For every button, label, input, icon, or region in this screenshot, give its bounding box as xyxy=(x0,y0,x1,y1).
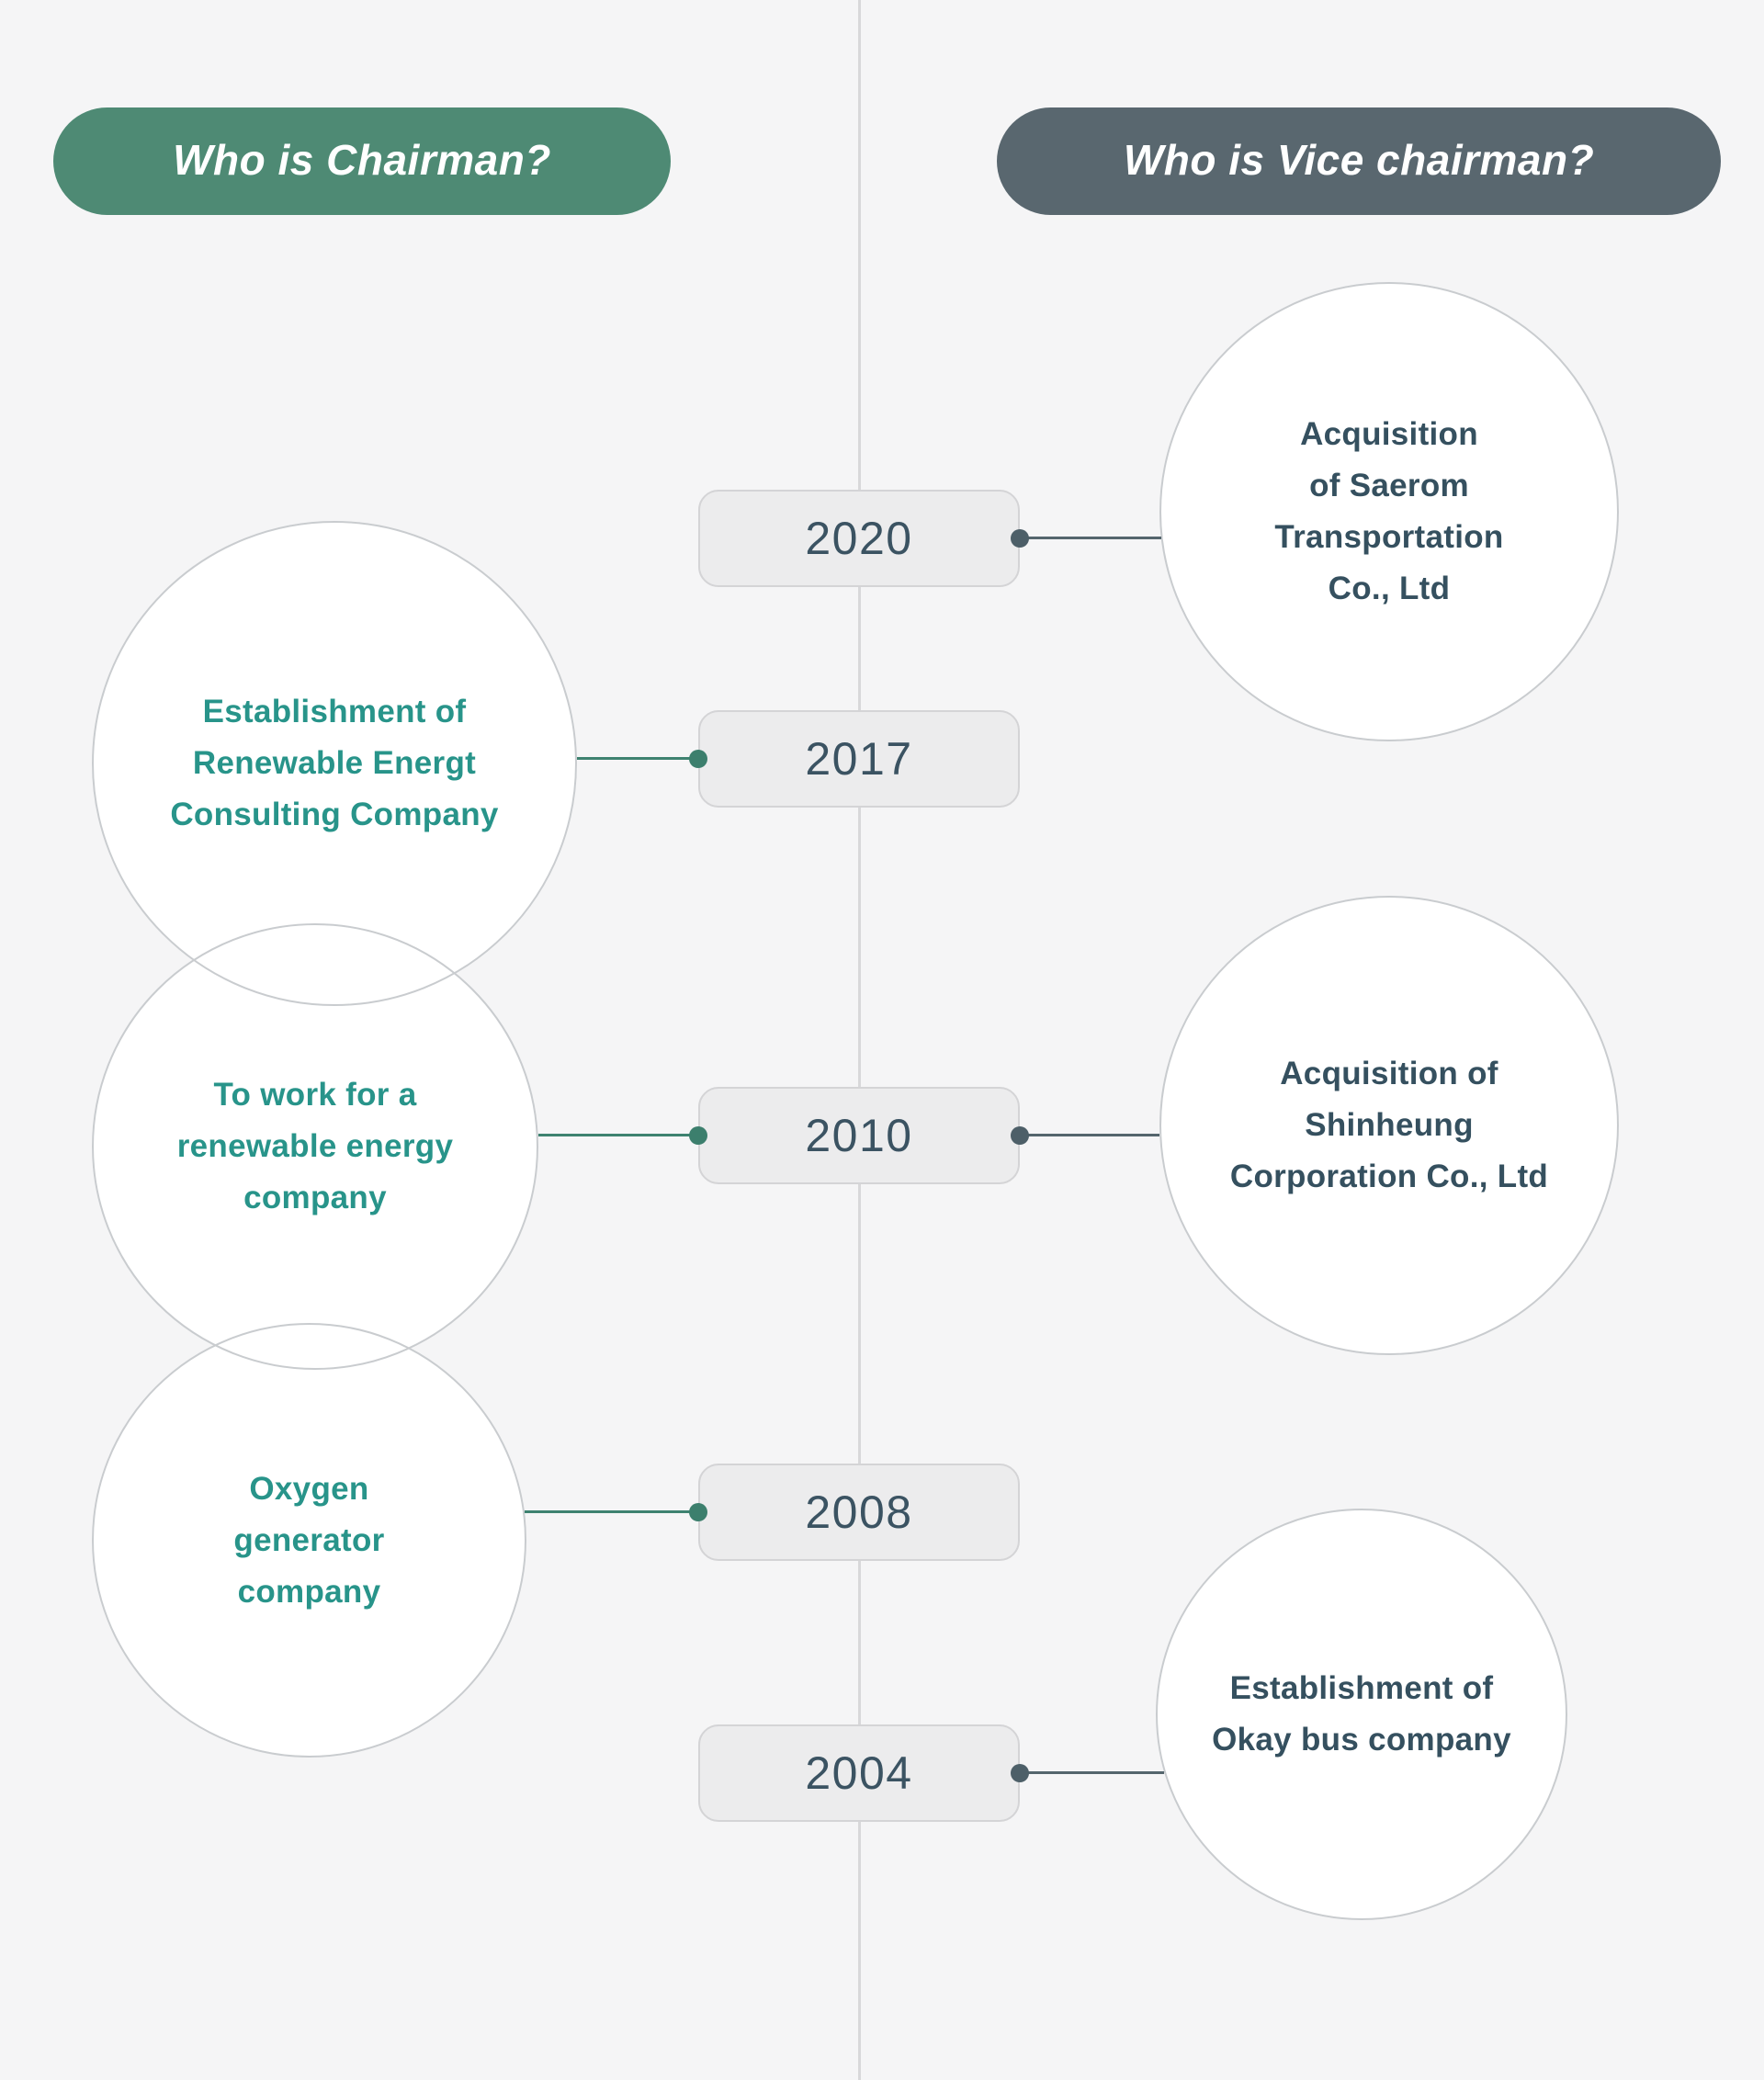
event-text-2017-left: Establishment of Renewable Energt Consul… xyxy=(170,694,499,832)
year-box-2017: 2017 xyxy=(698,710,1020,808)
chairman-header-pill: Who is Chairman? xyxy=(53,107,671,215)
year-label-2010: 2010 xyxy=(805,1110,913,1161)
connector-dot-2010-left xyxy=(689,1126,707,1145)
event-circle-2008-left: Oxygen generator company xyxy=(92,1323,526,1758)
event-text-2020-right: Acquisition of Saerom Transportation Co.… xyxy=(1274,416,1504,606)
connector-dot-2017-left xyxy=(689,750,707,768)
year-box-2020: 2020 xyxy=(698,490,1020,587)
connector-2010-left xyxy=(538,1134,698,1136)
year-label-2017: 2017 xyxy=(805,733,913,785)
connector-dot-2004-right xyxy=(1011,1764,1029,1782)
timeline-axis xyxy=(858,0,861,2080)
connector-2017-left xyxy=(577,757,698,760)
year-box-2008: 2008 xyxy=(698,1464,1020,1561)
event-circle-2020-right: Acquisition of Saerom Transportation Co.… xyxy=(1159,282,1619,741)
year-label-2004: 2004 xyxy=(805,1747,913,1799)
event-text-2010-right: Acquisition of Shinheung Corporation Co.… xyxy=(1229,1056,1549,1194)
event-circle-2004-right: Establishment of Okay bus company xyxy=(1156,1509,1567,1920)
connector-2010-right xyxy=(1020,1134,1159,1136)
connector-2004-right xyxy=(1020,1771,1164,1774)
event-text-2010-left: To work for a renewable energy company xyxy=(176,1077,454,1215)
event-circle-2010-left: To work for a renewable energy company xyxy=(92,923,538,1370)
event-circle-2010-right: Acquisition of Shinheung Corporation Co.… xyxy=(1159,896,1619,1355)
event-text-2008-left: Oxygen generator company xyxy=(233,1470,385,1610)
year-label-2008: 2008 xyxy=(805,1487,913,1538)
connector-dot-2020-right xyxy=(1011,529,1029,548)
connector-2020-right xyxy=(1020,537,1161,539)
year-label-2020: 2020 xyxy=(805,513,913,564)
connector-dot-2010-right xyxy=(1011,1126,1029,1145)
chairman-header-label: Who is Chairman? xyxy=(173,135,551,184)
event-text-2004-right: Establishment of Okay bus company xyxy=(1212,1670,1511,1758)
vice-chairman-header-pill: Who is Vice chairman? xyxy=(997,107,1721,215)
connector-2008-left xyxy=(525,1510,698,1513)
year-box-2010: 2010 xyxy=(698,1087,1020,1184)
connector-dot-2008-left xyxy=(689,1503,707,1521)
year-box-2004: 2004 xyxy=(698,1724,1020,1822)
vice-chairman-header-label: Who is Vice chairman? xyxy=(1123,135,1595,184)
